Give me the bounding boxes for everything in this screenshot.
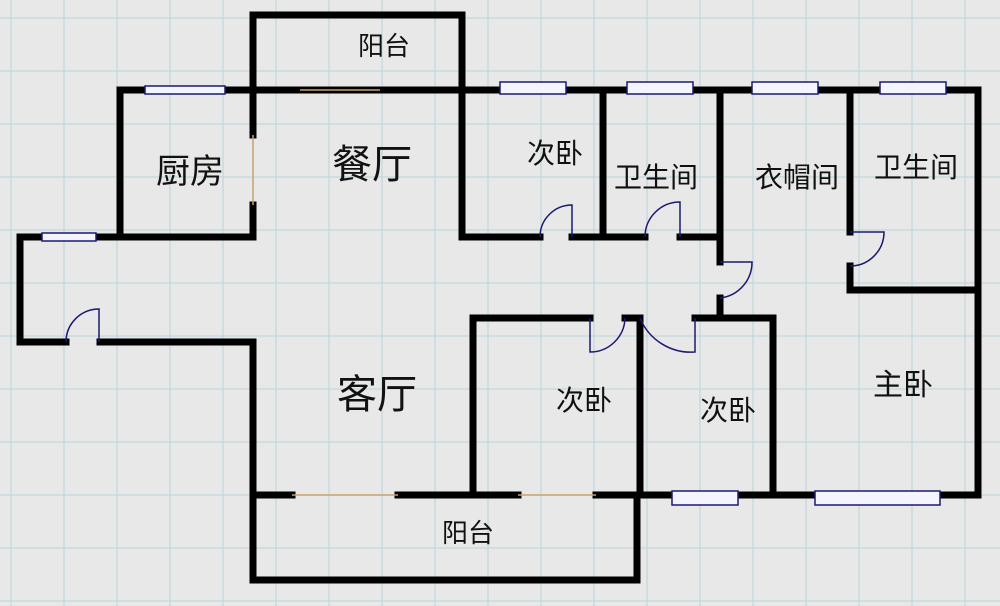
doors (65, 201, 885, 353)
label-dining: 餐厅 (332, 142, 412, 188)
label-bathroom-2: 卫生间 (874, 151, 958, 184)
label-balcony-top: 阳台 (358, 32, 410, 62)
room-labels: 阳台 厨房 餐厅 次卧 卫生间 衣帽间 卫生间 客厅 次卧 次卧 主卧 阳台 (156, 32, 958, 549)
label-balcony-bottom: 阳台 (442, 519, 494, 549)
label-cloakroom: 衣帽间 (755, 161, 839, 194)
label-master-bedroom: 主卧 (873, 368, 933, 403)
label-bedroom-2a: 次卧 (527, 137, 583, 170)
openings (252, 89, 596, 496)
label-bathroom-1: 卫生间 (614, 161, 698, 194)
windows (41, 81, 947, 506)
label-living: 客厅 (337, 372, 417, 418)
label-bedroom-2b: 次卧 (556, 384, 612, 417)
label-kitchen: 厨房 (156, 152, 224, 192)
label-bedroom-2c: 次卧 (700, 394, 756, 427)
